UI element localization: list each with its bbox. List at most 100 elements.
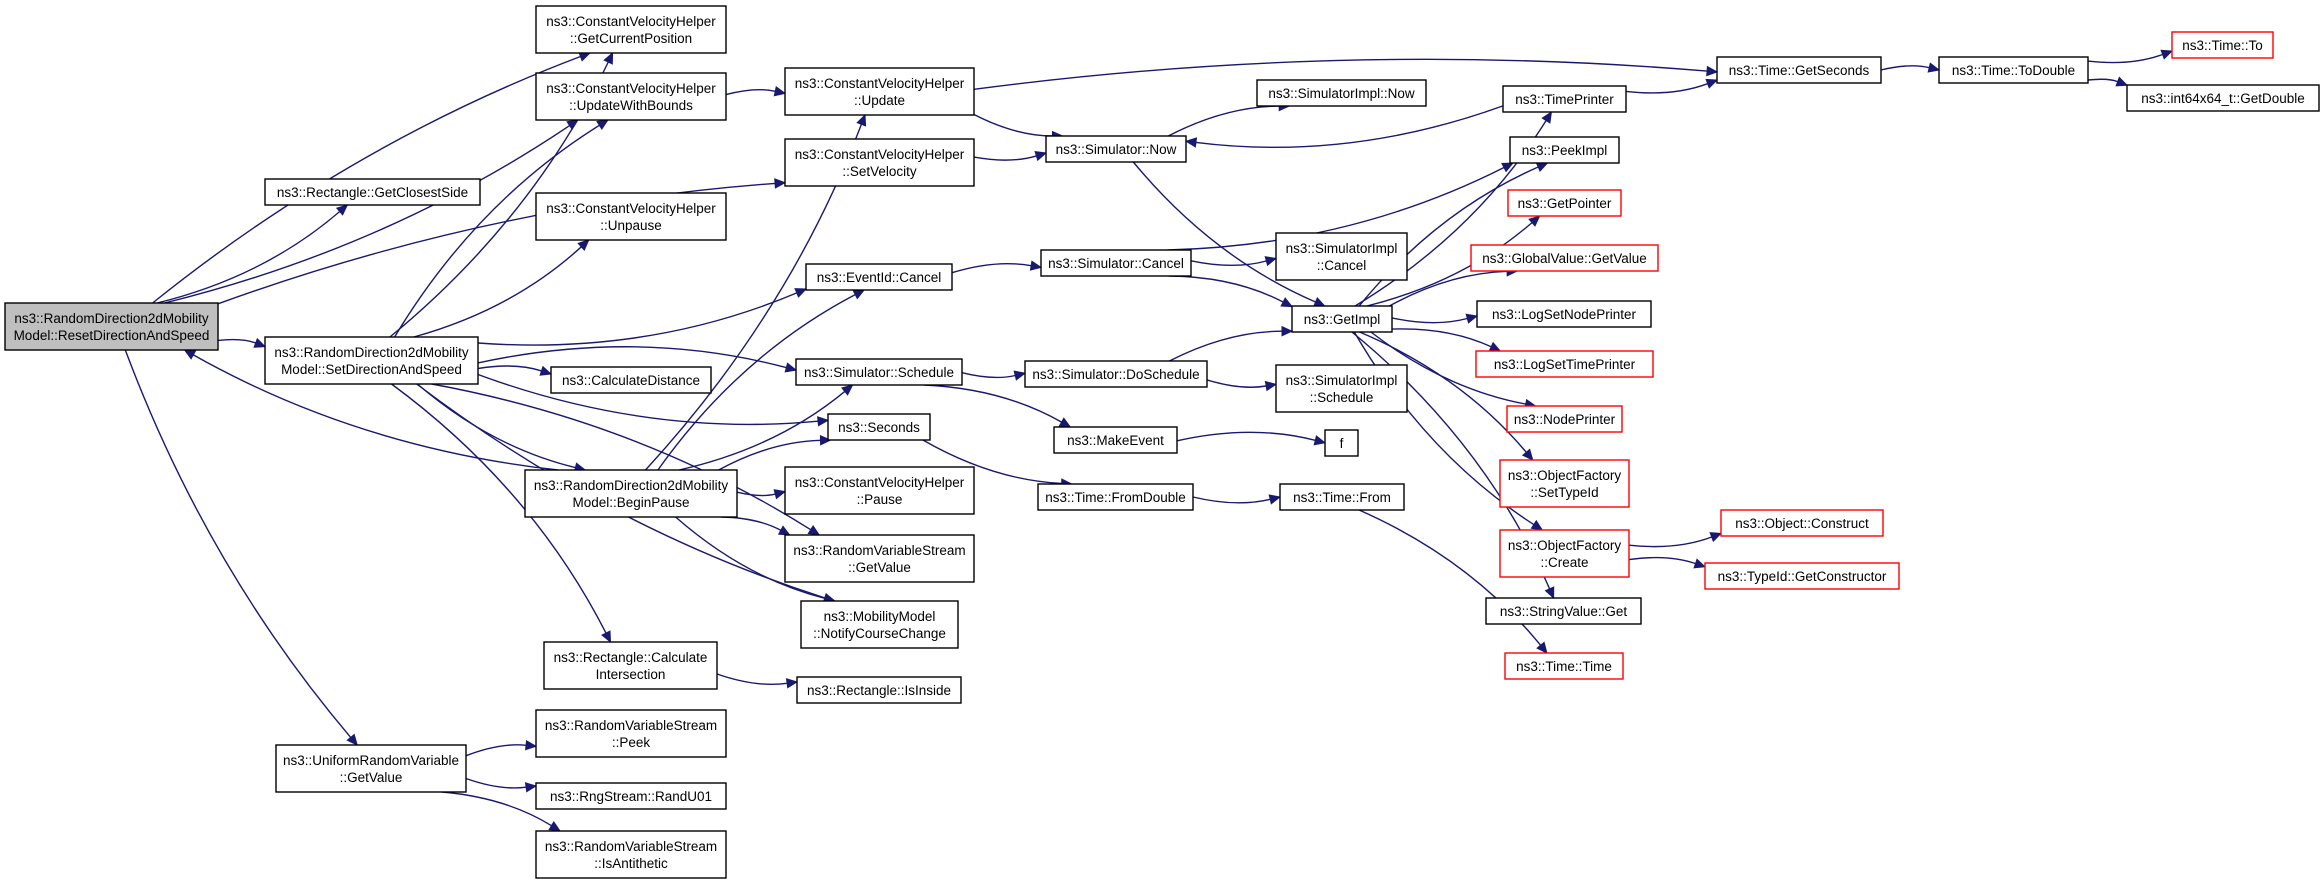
node-getseconds[interactable]: ns3::Time::GetSeconds	[1716, 56, 1882, 84]
node-label: ns3::RandomVariableStream	[793, 543, 965, 558]
node-setvel[interactable]: ns3::ConstantVelocityHelper::SetVelocity	[784, 138, 975, 187]
node-box	[1716, 56, 1882, 84]
node-beginpause[interactable]: ns3::RandomDirection2dMobilityModel::Beg…	[524, 469, 738, 518]
node-box	[1291, 305, 1393, 333]
node-unpause[interactable]: ns3::ConstantVelocityHelper::Unpause	[535, 192, 727, 241]
edge-root-to-n_updbounds	[164, 125, 570, 304]
node-box	[1485, 597, 1642, 625]
node-implcancel[interactable]: ns3::SimulatorImpl::Cancel	[1275, 232, 1408, 281]
arrowhead-n_getcur	[603, 51, 614, 65]
node-getdouble[interactable]: ns3::int64x64_t::GetDouble	[2126, 84, 2320, 112]
node-f[interactable]: f	[1324, 429, 1359, 457]
edge-n_beginpause-to-n_notify	[675, 516, 826, 600]
node-peekimpl[interactable]: ns3::PeekImpl	[1509, 136, 1620, 164]
node-label: Model::SetDirectionAndSpeed	[281, 362, 462, 377]
node-timeprinter[interactable]: ns3::TimePrinter	[1502, 85, 1627, 113]
node-simnow[interactable]: ns3::Simulator::Now	[1045, 135, 1187, 163]
edge-root-to-n_uniform	[124, 349, 352, 738]
node-label: ns3::TimePrinter	[1515, 92, 1614, 107]
node-box	[784, 138, 975, 187]
node-randu01[interactable]: ns3::RngStream::RandU01	[535, 782, 727, 810]
node-objconstruct[interactable]: ns3::Object::Construct	[1720, 509, 1884, 537]
edge-n_beginpause-to-n_seconds	[718, 439, 821, 471]
node-lognode[interactable]: ns3::LogSetNodePrinter	[1476, 300, 1652, 328]
node-box	[543, 641, 718, 690]
node-label: ::Schedule	[1310, 390, 1374, 405]
node-nodeprinter[interactable]: ns3::NodePrinter	[1506, 405, 1623, 433]
node-strget[interactable]: ns3::StringValue::Get	[1485, 597, 1642, 625]
node-uniform[interactable]: ns3::UniformRandomVariable::GetValue	[275, 744, 467, 793]
edge-n_uniform-to-n_randu01	[465, 777, 527, 789]
arrowhead-n_dosched	[1013, 370, 1027, 381]
arrowhead-n_f	[1313, 435, 1327, 446]
node-pause[interactable]: ns3::ConstantVelocityHelper::Pause	[784, 466, 975, 515]
node-getimpl[interactable]: ns3::GetImpl	[1291, 305, 1393, 333]
node-cvhupdate[interactable]: ns3::ConstantVelocityHelper::Update	[784, 67, 975, 116]
arrowhead-n_rvsget	[807, 524, 821, 536]
node-box	[1275, 364, 1408, 413]
node-box	[796, 676, 962, 704]
node-label: ns3::MakeEvent	[1067, 433, 1164, 448]
node-box	[535, 830, 727, 879]
node-notify[interactable]: ns3::MobilityModel::NotifyCourseChange	[800, 600, 959, 649]
edge-n_cvhupdate-to-n_simnow	[973, 113, 1053, 137]
node-box	[800, 600, 959, 649]
arrowhead-n_timetime	[1536, 641, 1548, 654]
graph-edges	[124, 49, 2174, 832]
node-box	[535, 709, 727, 758]
node-isanti[interactable]: ns3::RandomVariableStream::IsAntithetic	[535, 830, 727, 879]
node-closest[interactable]: ns3::Rectangle::GetClosestSide	[264, 178, 481, 206]
node-ofsettype[interactable]: ns3::ObjectFactory::SetTypeId	[1499, 459, 1630, 508]
node-box	[535, 5, 727, 54]
node-label: ns3::MobilityModel	[824, 609, 936, 624]
edge-root-to-n_getcur	[152, 55, 581, 304]
node-timefrom[interactable]: ns3::Time::From	[1279, 483, 1405, 511]
arrowhead-n_updbounds	[596, 119, 609, 131]
node-simcancel[interactable]: ns3::Simulator::Cancel	[1040, 249, 1192, 277]
node-rvsget[interactable]: ns3::RandomVariableStream::GetValue	[784, 534, 975, 583]
node-box	[1053, 426, 1178, 454]
node-box	[1470, 244, 1659, 272]
edge-n_evcancel-to-n_simcancel	[951, 262, 1032, 274]
node-updbounds[interactable]: ns3::ConstantVelocityHelper::UpdateWithB…	[535, 72, 727, 121]
node-label: ns3::CalculateDistance	[562, 373, 700, 388]
node-dosched[interactable]: ns3::Simulator::DoSchedule	[1024, 360, 1208, 388]
node-makeevent[interactable]: ns3::MakeEvent	[1053, 426, 1178, 454]
node-box	[1275, 232, 1408, 281]
arrowhead-n_evcancel	[794, 288, 808, 298]
node-rvspeek[interactable]: ns3::RandomVariableStream::Peek	[535, 709, 727, 758]
node-timeto[interactable]: ns3::Time::To	[2171, 31, 2274, 59]
node-fromdouble[interactable]: ns3::Time::FromDouble	[1037, 483, 1194, 511]
node-setdir[interactable]: ns3::RandomDirection2dMobilityModel::Set…	[264, 336, 479, 385]
node-logtime[interactable]: ns3::LogSetTimePrinter	[1475, 350, 1654, 378]
edge-n_simsched-to-n_dosched	[961, 372, 1016, 379]
node-timetime[interactable]: ns3::Time::Time	[1504, 652, 1624, 680]
node-todouble[interactable]: ns3::Time::ToDouble	[1938, 56, 2089, 84]
arrowhead-n_rvspeek	[525, 739, 538, 751]
node-box	[524, 469, 738, 518]
node-seconds[interactable]: ns3::Seconds	[827, 413, 931, 441]
node-isinside[interactable]: ns3::Rectangle::IsInside	[796, 676, 962, 704]
node-gvget[interactable]: ns3::GlobalValue::GetValue	[1470, 244, 1659, 272]
node-evcancel[interactable]: ns3::EventId::Cancel	[805, 263, 953, 291]
node-simsched[interactable]: ns3::Simulator::Schedule	[795, 358, 963, 386]
arrowhead-n_seconds	[819, 435, 832, 446]
node-getcur[interactable]: ns3::ConstantVelocityHelper::GetCurrentP…	[535, 5, 727, 54]
arrowhead-n_todouble	[1927, 62, 1941, 73]
arrowhead-n_implcancel	[1264, 256, 1278, 267]
node-label: ns3::RngStream::RandU01	[550, 789, 712, 804]
node-getpointer[interactable]: ns3::GetPointer	[1507, 189, 1622, 217]
node-calcdist[interactable]: ns3::CalculateDistance	[550, 366, 712, 394]
node-implsched[interactable]: ns3::SimulatorImpl::Schedule	[1275, 364, 1408, 413]
node-getctor[interactable]: ns3::TypeId::GetConstructor	[1704, 562, 1900, 590]
edge-n_getimpl-to-n_gvget	[1389, 270, 1508, 307]
node-root[interactable]: ns3::RandomDirection2dMobilityModel::Res…	[4, 302, 219, 351]
arrowhead-n_getdouble	[2115, 76, 2129, 87]
node-implnow[interactable]: ns3::SimulatorImpl::Now	[1256, 79, 1427, 107]
node-ofcreate[interactable]: ns3::ObjectFactory::Create	[1499, 529, 1630, 578]
node-label: Intersection	[596, 667, 666, 682]
node-label: ns3::ConstantVelocityHelper	[795, 76, 965, 91]
node-box	[795, 358, 963, 386]
node-box	[784, 466, 975, 515]
